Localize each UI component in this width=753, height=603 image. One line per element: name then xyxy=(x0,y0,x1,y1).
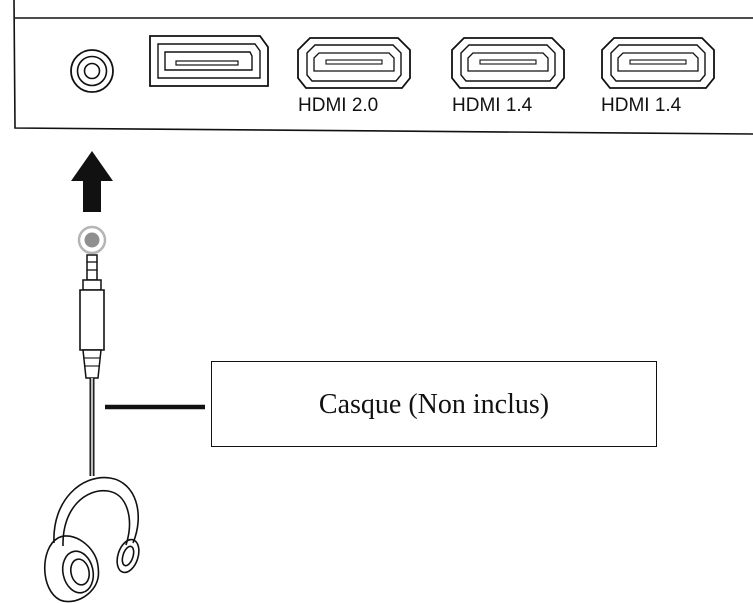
hdmi-port-icon xyxy=(601,37,715,89)
headphones-icon xyxy=(43,476,140,603)
audio-jack-port-icon xyxy=(70,49,114,93)
monitor-panel xyxy=(13,0,753,135)
port-label-hdmi-2-0: HDMI 2.0 xyxy=(298,95,379,116)
displayport-port-icon xyxy=(149,35,269,87)
callout-box: Casque (Non inclus) xyxy=(211,361,657,447)
callout-text: Casque (Non inclus) xyxy=(318,389,550,420)
audio-plug-icon xyxy=(77,225,107,379)
port-label-hdmi-1-4-b: HDMI 1.4 xyxy=(601,95,682,116)
port-label-hdmi-1-4-a: HDMI 1.4 xyxy=(452,95,533,116)
hdmi-port-icon xyxy=(297,37,411,89)
hdmi-port-icon xyxy=(451,37,565,89)
arrow-up-icon xyxy=(71,151,113,212)
